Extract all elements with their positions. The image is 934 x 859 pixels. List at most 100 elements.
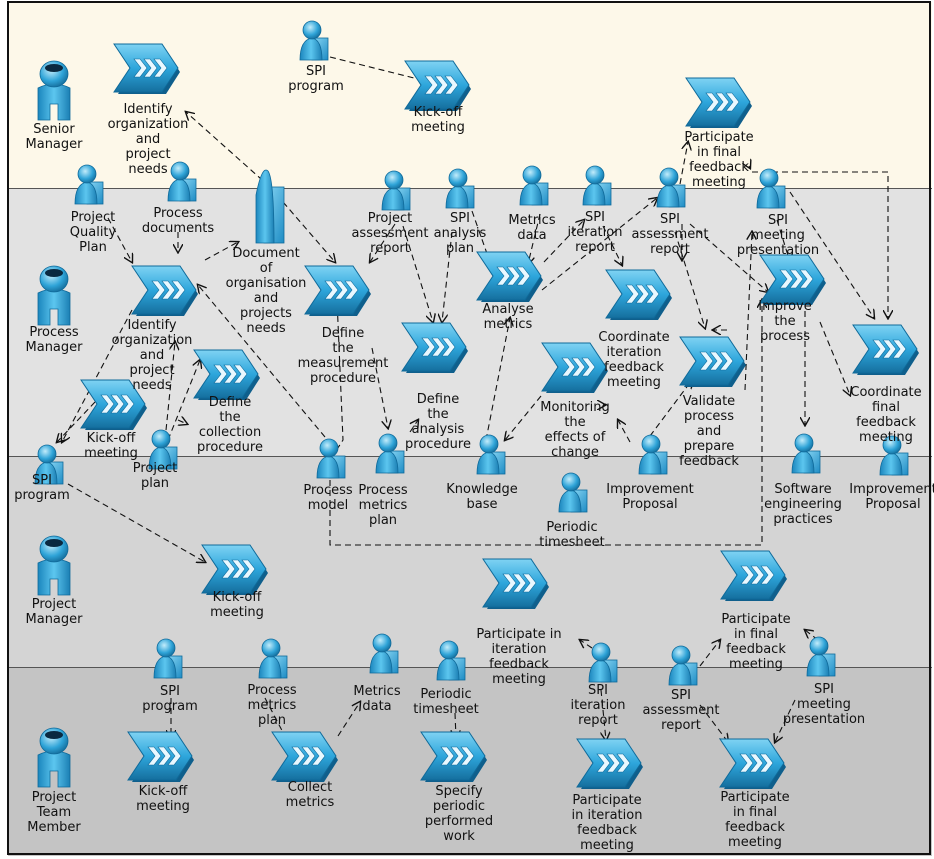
actor-team-icon [37,727,71,788]
artifact-n41-label: SPI iteration report [570,683,626,728]
activity-n4-icon [685,77,752,128]
connector-48 [580,640,593,648]
connector-28 [198,285,326,438]
activity-n36-label: Participate in final feedback meeting [721,612,791,672]
activity-n44-label: Kick-off meeting [136,784,190,814]
swimlane-senior [8,2,932,188]
activity-n17-label: Coordinate iteration feedback meeting [598,330,670,390]
swimlane-project [8,456,932,668]
actor-senior-label: Senior Manager [25,122,83,152]
artifact-n38-icon [258,638,288,679]
actor-process-label: Process Manager [25,325,83,355]
connector-36 [649,380,692,437]
artifact-n11-label: SPI iteration report [567,210,623,255]
activity-n34-label: Kick-off meeting [210,590,264,620]
connector-13 [602,225,622,265]
activity-n44-icon [127,731,194,782]
artifact-n9-icon [445,168,475,209]
connector-46 [337,702,360,737]
connector-32 [485,318,510,441]
actor-project-icon [37,535,71,596]
connector-16 [674,231,705,328]
artifact-n25-label: SPI program [14,473,70,503]
connector-9 [442,231,453,322]
artifact-n11-icon [582,165,612,206]
connector-30 [410,420,418,433]
connector-19 [749,166,750,168]
artifact-n29-icon [476,434,506,475]
connector-24 [752,171,888,318]
activity-n3-icon [113,43,180,94]
activity-n47-label: Participate in iteration feedback meetin… [571,793,643,853]
artifact-n30-icon [638,434,668,475]
artifact-n10-icon [519,165,549,206]
activity-n3-label: Identify organization and project needs [107,102,189,177]
activity-n22-icon [679,336,746,387]
connector-17 [689,223,768,292]
artifact-n5-label: Project Quality Plan [69,210,117,255]
activity-n24-label: Define the collection procedure [197,395,263,455]
artifact-n42-label: SPI assessment report [642,688,720,733]
artifact-n31-label: Software engineering practices [764,482,842,527]
artifact-n9-label: SPI analysis plan [433,211,487,256]
activity-n2-icon [404,60,471,111]
artifact-n26-label: Project plan [132,461,178,491]
artifact-n5-icon [74,164,104,205]
activity-n20-icon [401,322,468,373]
artifact-n27-label: Process model [303,483,353,513]
activity-n2-label: Kick-off meeting [411,105,465,135]
connector-6 [204,242,238,261]
connector-41 [178,420,187,424]
artifact-n33-label: Periodic timesheet [539,520,605,550]
artifact-n37-label: SPI program [142,684,198,714]
artifact-n29-label: Knowledge base [446,482,518,512]
connector-39 [57,401,96,442]
activity-n23-label: Kick-off meeting [84,431,138,461]
artifact-n37-icon [153,638,183,679]
activity-n19-icon [852,324,919,375]
artifact-n40-icon [436,640,466,681]
connector-18 [679,142,688,185]
artifact-n43-label: SPI meeting presentation [782,682,866,727]
artifact-n26-icon [148,429,178,470]
activity-n19-label: Coordinate final feedback meeting [850,385,922,445]
artifact-n30-label: Improvement Proposal [606,482,694,512]
activity-n45-icon [271,731,338,782]
artifact-n25-icon [34,444,64,485]
activity-n35-label: Participate in iteration feedback meetin… [476,627,562,687]
connector-21 [789,191,874,318]
connector-4 [107,217,132,262]
connector-3 [269,186,335,262]
activity-n24-icon [193,349,260,400]
connector-52 [775,699,796,742]
activity-n15-icon [304,265,371,316]
activity-n15-label: Define the measurement procedure [297,326,389,386]
activity-n14-icon [131,265,198,316]
activity-n20-label: Define the analysis procedure [405,392,471,452]
activity-n48-icon [719,738,786,789]
activity-n16-label: Analyse metrics [482,302,534,332]
artifact-n27-icon [316,438,346,479]
artifact-n32-label: Improvement Proposal [849,482,934,512]
artifact-n31-icon [791,433,821,474]
activity-n22-label: Validate process and prepare feedback [679,394,739,469]
activity-n17-icon [605,269,672,320]
artifact-n1-icon [299,20,329,61]
activity-n35-icon [482,558,549,609]
icon-layer [34,20,919,789]
connector-42 [164,342,175,441]
artifact-n28-icon [375,433,405,474]
swimlane-process [8,188,932,457]
document-n7-label: Document of organisation and projects ne… [225,246,307,336]
actor-senior-icon [37,60,71,121]
artifact-n32-icon [879,435,909,476]
connector-11 [528,213,541,264]
activity-n34-icon [201,544,268,595]
activity-n46-label: Specify periodic performed work [424,784,494,844]
connector-50 [699,640,720,667]
connector-25 [744,232,752,391]
activity-n4-label: Participate in final feedback meeting [684,130,754,190]
artifact-n28-label: Process metrics plan [358,483,408,528]
